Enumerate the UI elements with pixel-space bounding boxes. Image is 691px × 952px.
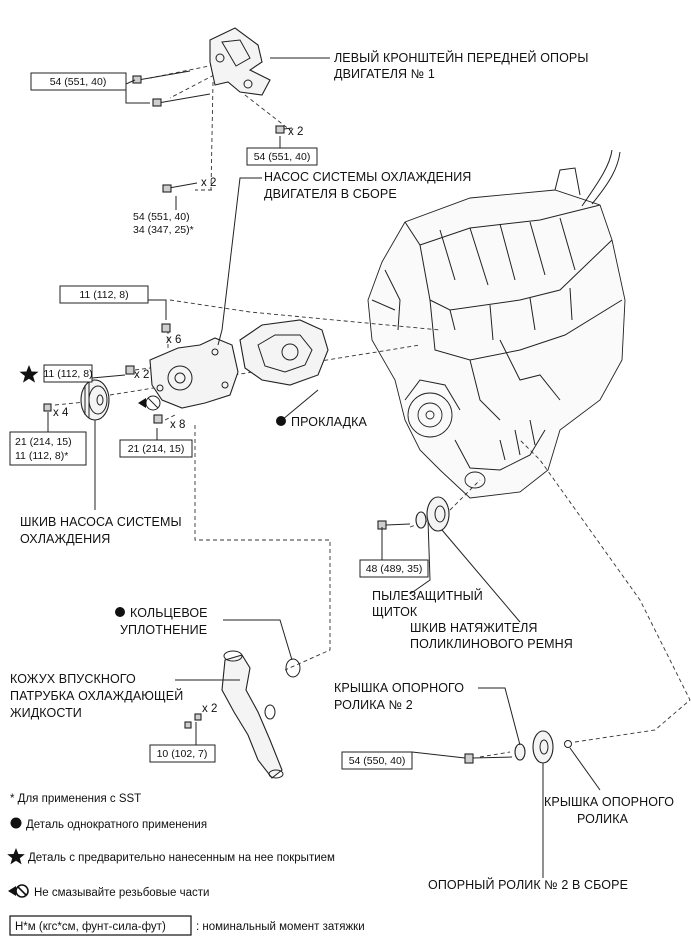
precoated-star-icon	[19, 365, 39, 383]
water-pump-assembly	[149, 337, 239, 409]
non-reusable-mark-oring	[115, 607, 125, 617]
torque-3a: 54 (551, 40)	[133, 211, 190, 223]
label-oring-1: КОЛЬЦЕВОЕ	[130, 606, 208, 620]
water-pump-pulley	[80, 379, 110, 421]
label-pump-1: НАСОС СИСТЕМЫ ОХЛАЖДЕНИЯ	[264, 170, 471, 184]
torque-8: 48 (489, 35)	[366, 563, 423, 575]
label-shield-1: ПЫЛЕЗАЩИТНЫЙ	[372, 588, 483, 603]
torque-box-4	[59, 285, 149, 304]
label-gasket: ПРОКЛАДКА	[291, 415, 368, 429]
torque-box-6	[9, 431, 87, 466]
label-oring-2: УПЛОТНЕНИЕ	[120, 623, 207, 637]
legend-torque-unit: Н*м (кгс*см, фунт-сила-фут)	[15, 921, 166, 933]
engine-block	[367, 149, 626, 499]
torque-1: 54 (551, 40)	[50, 76, 107, 88]
count-3: x 6	[166, 334, 181, 346]
torque-4: 11 (112, 8)	[79, 289, 128, 301]
torque-6b: 11 (112, 8)*	[15, 450, 68, 462]
legend-sst: * Для применения с SST	[10, 793, 141, 805]
label-idler-cover2-1: КРЫШКА ОПОРНОГО	[334, 681, 464, 695]
count-1: x 2	[288, 126, 303, 138]
torque-unit-box	[9, 915, 192, 936]
label-pulley-2: ОХЛАЖДЕНИЯ	[20, 532, 110, 546]
non-reusable-icon	[10, 817, 22, 829]
label-pump-2: ДВИГАТЕЛЯ В СБОРЕ	[264, 187, 397, 201]
star-icon	[7, 848, 25, 865]
label-inlet-1: КОЖУХ ВПУСКНОГО	[10, 672, 136, 686]
label-tensioner-2: ПОЛИКЛИНОВОГО РЕМНЯ	[410, 637, 573, 651]
torque-3b: 34 (347, 25)*	[133, 224, 194, 236]
torque-7: 21 (214, 15)	[128, 443, 185, 455]
torque-box-10	[341, 751, 413, 770]
torque-box-8	[359, 559, 429, 578]
water-pump-gasket	[239, 319, 329, 386]
legend-torque-text: : номинальный момент затяжки	[196, 921, 365, 933]
label-tensioner-1: ШКИВ НАТЯЖИТЕЛЯ	[410, 621, 538, 635]
count-7: x 2	[202, 703, 217, 715]
label-idler-cover-1: КРЫШКА ОПОРНОГО	[544, 795, 674, 809]
label-bracket-2: ДВИГАТЕЛЯ № 1	[334, 67, 435, 81]
count-6: x 8	[170, 419, 185, 431]
torque-6a: 21 (214, 15)	[15, 436, 72, 448]
leader-lines	[47, 57, 601, 878]
non-reusable-mark-gasket	[276, 416, 286, 426]
torque-box-1	[30, 72, 127, 91]
dashed-lines	[54, 64, 691, 758]
no-oil-symbol	[138, 395, 161, 411]
label-shield-2: ЩИТОК	[372, 605, 418, 619]
torque-10: 54 (550, 40)	[349, 755, 406, 767]
idler-pulley-assembly	[464, 730, 572, 764]
torque-box-9	[149, 744, 216, 763]
count-2: x 2	[201, 177, 216, 189]
count-4: x 2	[134, 369, 149, 381]
label-bracket-1: ЛЕВЫЙ КРОНШТЕЙН ПЕРЕДНЕЙ ОПОРЫ	[334, 50, 589, 65]
legend-non-reusable: Деталь однократного применения	[26, 819, 207, 831]
torque-box-7	[119, 439, 193, 458]
o-ring-part	[285, 658, 301, 678]
torque-box-2	[246, 147, 318, 166]
label-idler-assy: ОПОРНЫЙ РОЛИК № 2 В СБОРЕ	[428, 877, 628, 892]
torque-5: 11 (112, 8)	[43, 368, 92, 380]
tensioner-pulley	[415, 496, 450, 532]
inlet-housing-part	[184, 650, 284, 779]
label-idler-cover-2: РОЛИКА	[577, 812, 629, 826]
torque-box-5	[43, 364, 93, 383]
bracket-bolts	[132, 70, 293, 193]
torque-9: 10 (102, 7)	[157, 748, 208, 760]
legend: * Для применения с SST Деталь однократно…	[7, 793, 365, 936]
label-inlet-2: ПАТРУБКА ОХЛАЖДАЮЩЕЙ	[10, 688, 183, 703]
engine-mount-bracket	[209, 27, 271, 96]
label-pulley-1: ШКИВ НАСОСА СИСТЕМЫ	[20, 515, 182, 529]
label-idler-cover2-2: РОЛИКА № 2	[334, 698, 413, 712]
label-inlet-3: ЖИДКОСТИ	[10, 706, 82, 720]
torque-2: 54 (551, 40)	[254, 151, 311, 163]
count-5: x 4	[53, 407, 69, 419]
legend-precoated: Деталь с предварительно нанесенным на не…	[28, 852, 335, 864]
no-oil-icon	[8, 884, 29, 898]
legend-no-oil: Не смазывайте резьбовые части	[34, 887, 209, 899]
pump-bolts	[43, 323, 411, 530]
